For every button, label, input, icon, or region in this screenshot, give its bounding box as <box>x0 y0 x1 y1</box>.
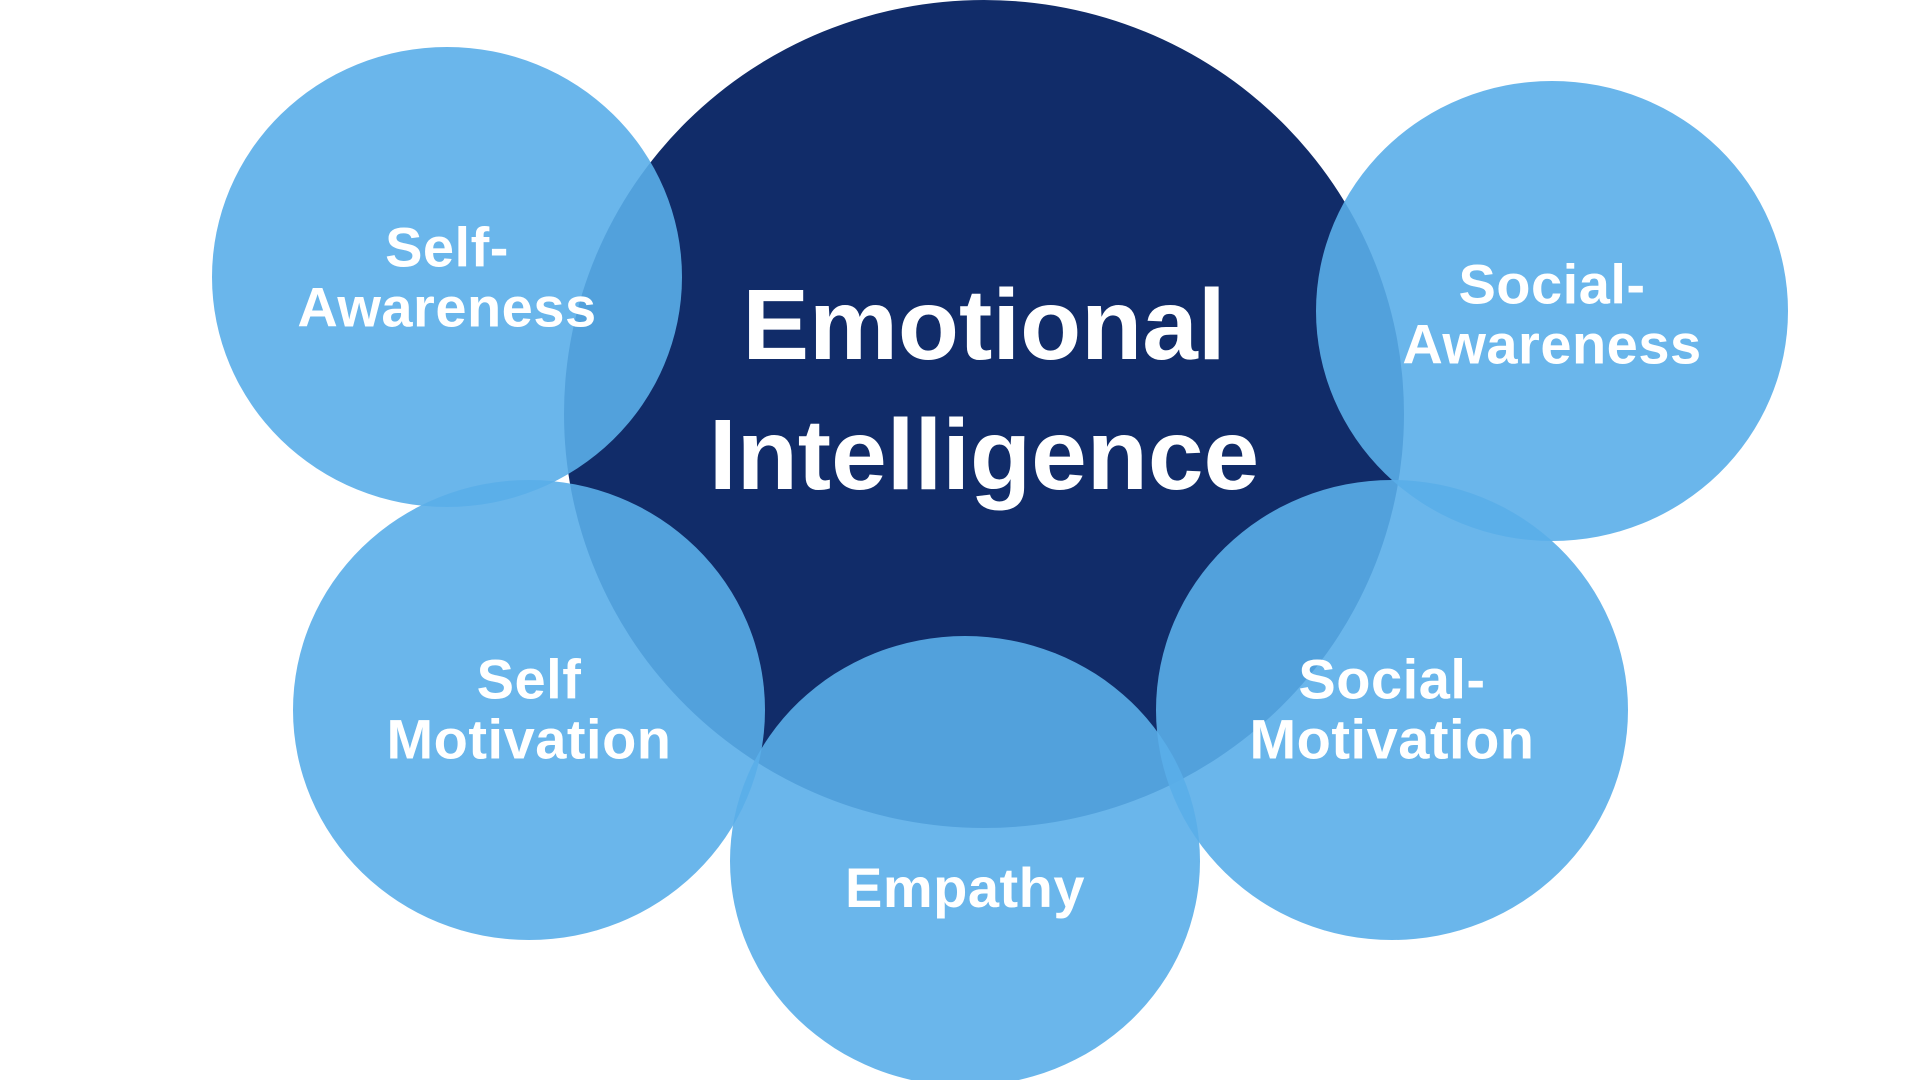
social-awareness-circle <box>1316 81 1788 541</box>
empathy-label: Empathy <box>845 855 1085 919</box>
self-awareness-line1: Self- <box>385 215 509 279</box>
empathy-line1: Empathy <box>845 855 1085 919</box>
social-awareness-line1: Social- <box>1458 252 1646 316</box>
satellite-circles <box>212 47 1788 1080</box>
social-motivation-line1: Social- <box>1298 647 1486 711</box>
social-motivation-circle <box>1156 480 1628 940</box>
self-motivation-circle <box>293 480 765 940</box>
self-motivation-label: Self Motivation <box>386 647 672 771</box>
center-label: Emotional Intelligence <box>709 260 1259 520</box>
social-motivation-label: Social- Motivation <box>1249 647 1535 771</box>
social-awareness-label: Social- Awareness <box>1402 252 1702 376</box>
center-label-line2: Intelligence <box>708 399 1260 511</box>
center-label-line1: Emotional <box>742 269 1226 381</box>
empathy-circle <box>730 636 1200 1080</box>
social-motivation-line2: Motivation <box>1249 708 1535 771</box>
social-awareness-line2: Awareness <box>1402 313 1702 376</box>
self-awareness-circle <box>212 47 682 507</box>
self-motivation-line1: Self <box>476 647 582 711</box>
self-awareness-line2: Awareness <box>297 276 597 339</box>
self-motivation-line2: Motivation <box>386 708 672 771</box>
self-awareness-label: Self- Awareness <box>297 215 597 339</box>
